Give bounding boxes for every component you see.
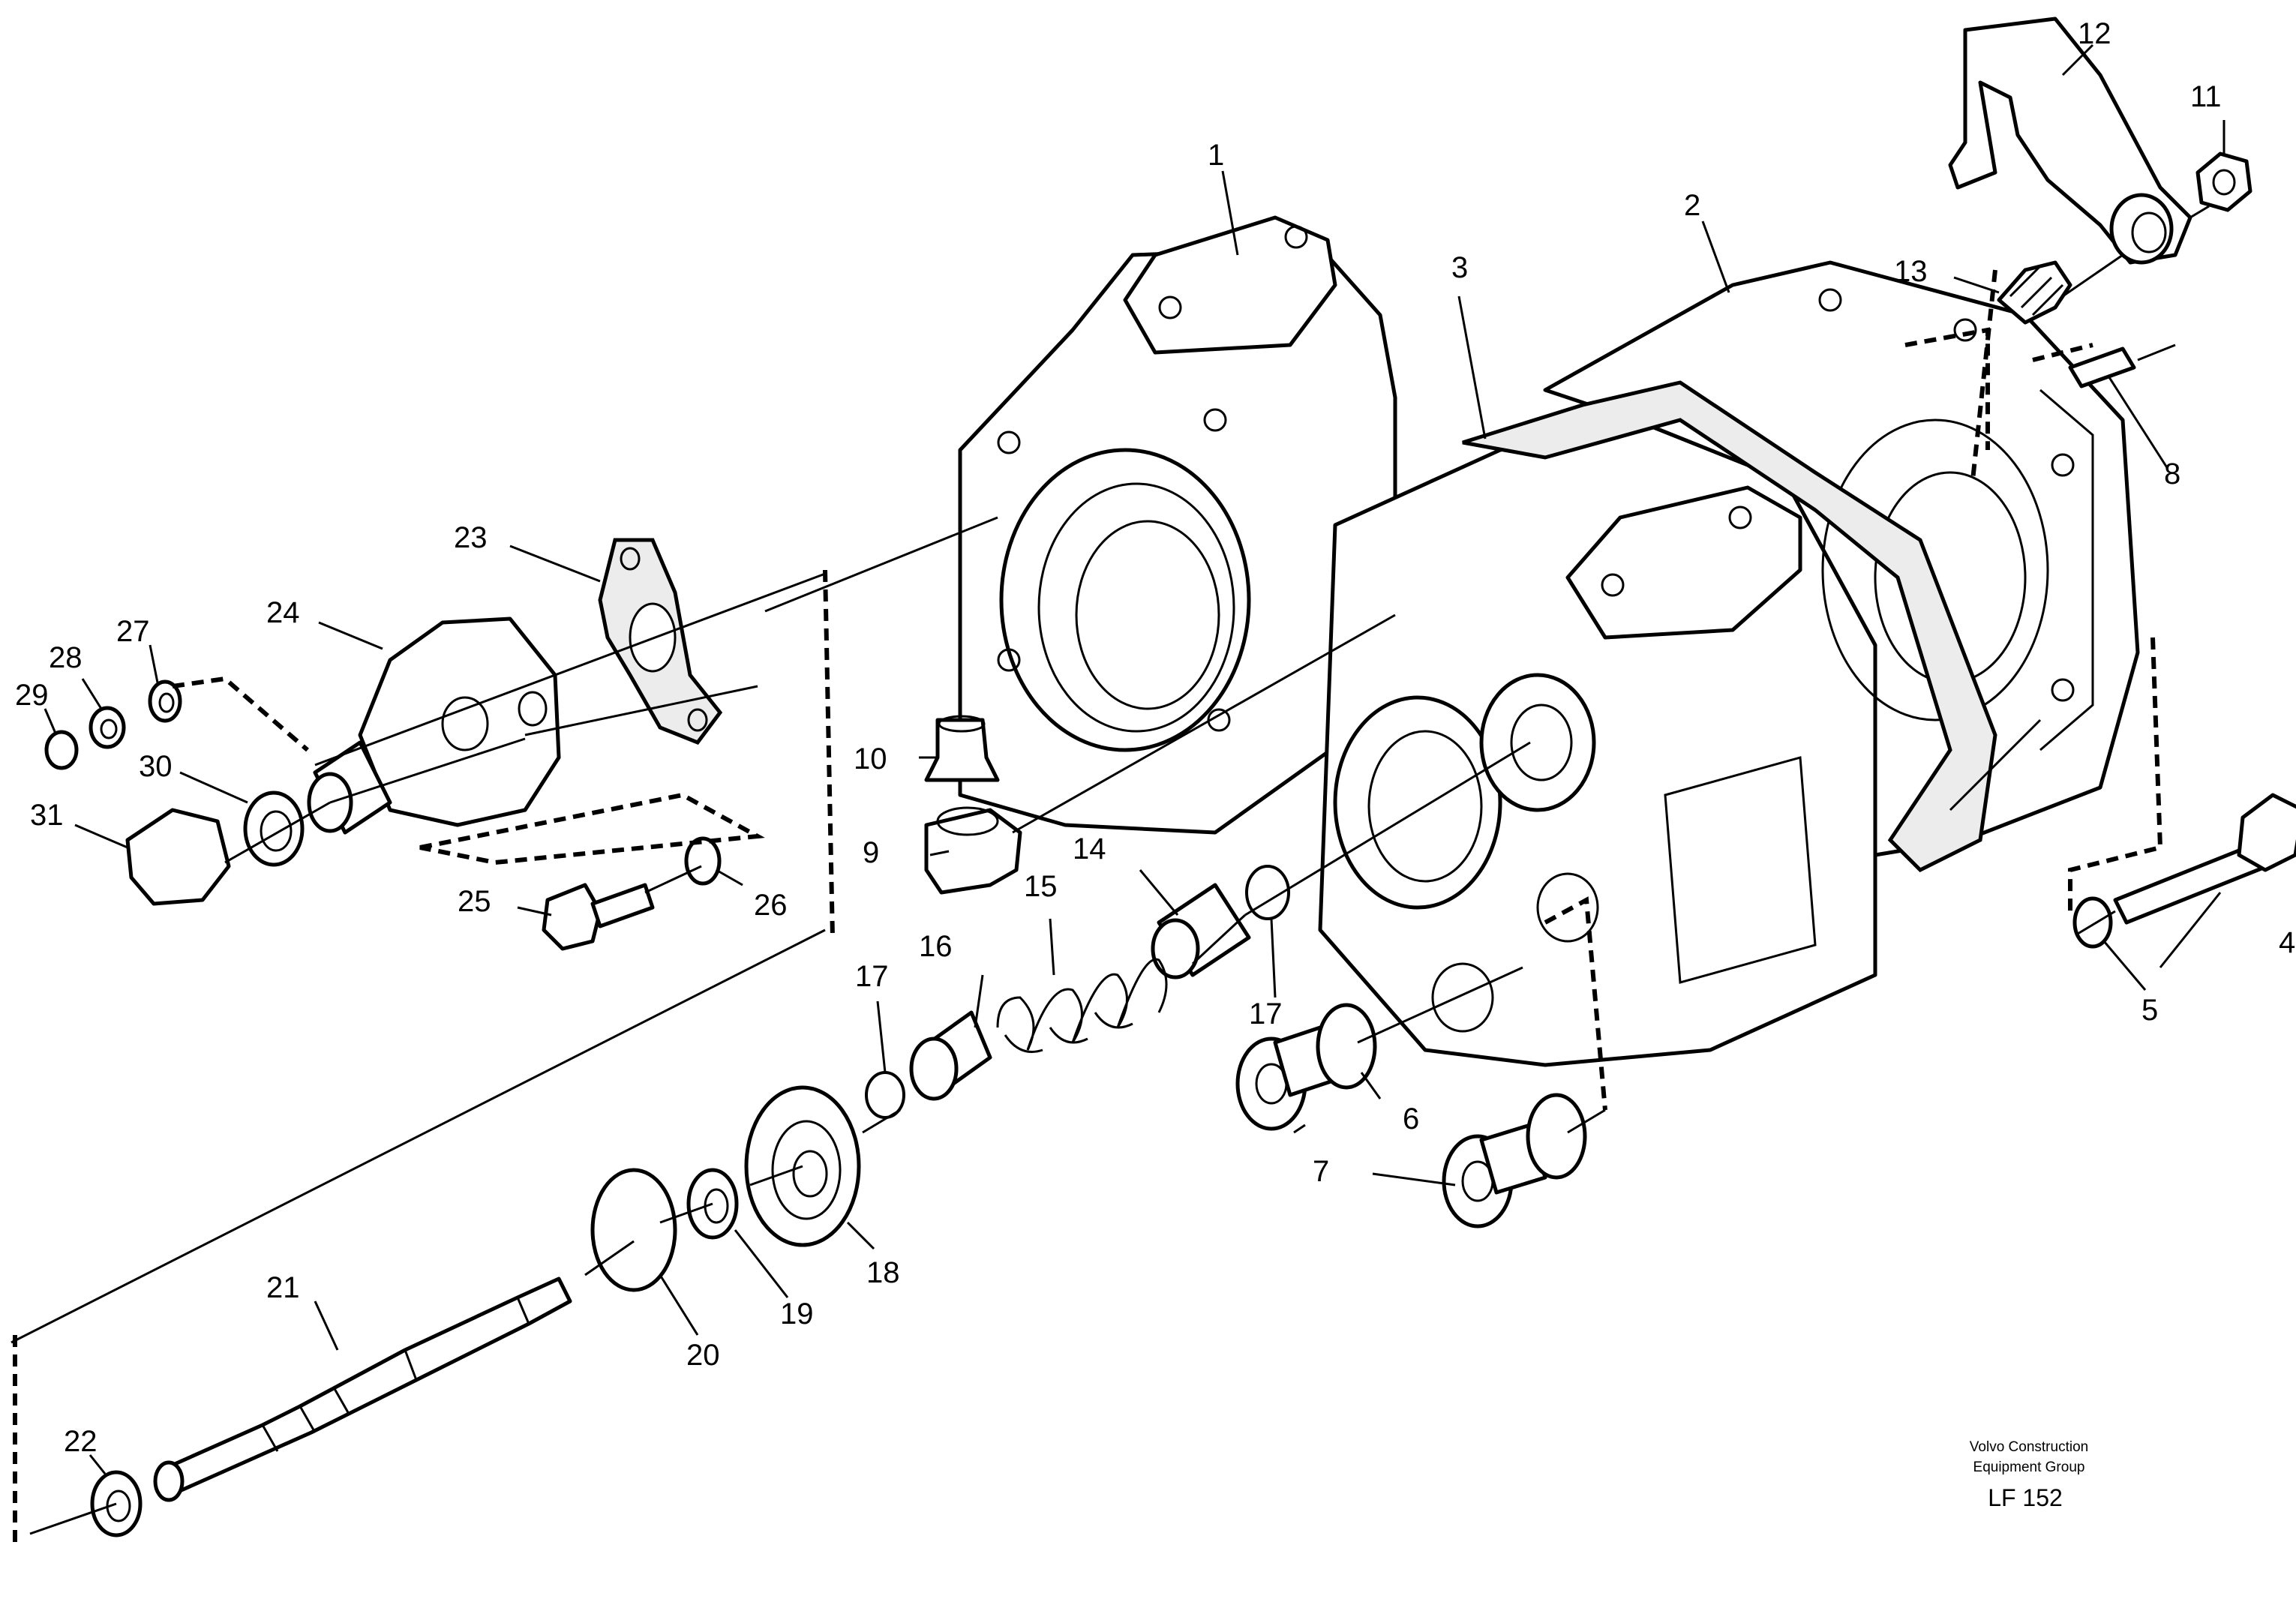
callout-4: 4 bbox=[2279, 926, 2295, 959]
callout-5: 5 bbox=[2141, 994, 2158, 1027]
ring-28-part bbox=[89, 706, 126, 749]
shift-fork-part bbox=[1948, 16, 2192, 265]
cover-gasket-part bbox=[598, 538, 723, 746]
detent-spring-part bbox=[1997, 260, 2072, 325]
credit-line-2: Equipment Group bbox=[1973, 1460, 2085, 1475]
callout-31: 31 bbox=[30, 799, 64, 832]
callout-18: 18 bbox=[866, 1256, 900, 1289]
callout-23: 23 bbox=[454, 521, 488, 554]
cover-bolt-part bbox=[542, 883, 655, 951]
washer-30-part bbox=[243, 790, 305, 867]
callout-3: 3 bbox=[1451, 251, 1468, 284]
callout-13: 13 bbox=[1894, 255, 1928, 288]
shaft-part bbox=[153, 1276, 572, 1502]
callout-17-lower: 17 bbox=[855, 960, 889, 993]
callout-27: 27 bbox=[116, 615, 150, 648]
callout-20: 20 bbox=[686, 1339, 720, 1372]
callout-8: 8 bbox=[2164, 458, 2180, 490]
callout-30: 30 bbox=[139, 750, 173, 783]
cap-nut-part bbox=[125, 808, 231, 906]
credit-block: Volvo Construction Equipment Group LF 15… bbox=[1970, 1439, 2088, 1511]
bolt-part bbox=[2113, 793, 2296, 925]
elbow-fitting-part bbox=[924, 806, 1022, 895]
housing-gasket bbox=[1462, 380, 1997, 873]
callout-24: 24 bbox=[266, 596, 300, 629]
callout-22: 22 bbox=[64, 1425, 98, 1458]
sealing-washer-lower bbox=[1526, 1093, 1587, 1180]
clip-29-part bbox=[44, 730, 79, 770]
callout-17-upper: 17 bbox=[1249, 998, 1283, 1030]
callout-16: 16 bbox=[919, 930, 953, 963]
assembly-lines bbox=[11, 205, 2210, 1535]
callout-29: 29 bbox=[15, 679, 49, 712]
sealing-washer-upper bbox=[1316, 1003, 1377, 1090]
callout-15: 15 bbox=[1024, 870, 1058, 903]
callout-26: 26 bbox=[754, 889, 788, 922]
callout-7: 7 bbox=[1313, 1155, 1329, 1188]
figure-code: LF 152 bbox=[1988, 1484, 2063, 1511]
ring-27-part bbox=[148, 680, 182, 723]
leader-lines bbox=[44, 44, 2225, 1474]
cover-part bbox=[307, 616, 561, 835]
callout-21: 21 bbox=[266, 1271, 300, 1304]
callout-14: 14 bbox=[1073, 832, 1106, 866]
credit-line-1: Volvo Construction bbox=[1970, 1439, 2088, 1455]
roll-pin-part bbox=[2068, 346, 2136, 388]
callout-11: 11 bbox=[2190, 80, 2222, 113]
callout-19: 19 bbox=[780, 1298, 814, 1330]
o-ring-17-upper bbox=[1245, 865, 1290, 920]
nut-part bbox=[2195, 152, 2252, 212]
nipple-fitting-part bbox=[924, 715, 1000, 782]
sleeve-14-part bbox=[1151, 883, 1251, 980]
callout-28: 28 bbox=[49, 641, 83, 674]
sleeve-16-part bbox=[909, 1010, 992, 1101]
lock-washer-part bbox=[2072, 896, 2113, 949]
callout-9: 9 bbox=[863, 836, 879, 869]
callout-2: 2 bbox=[1684, 189, 1700, 222]
cover-washer-part bbox=[684, 836, 722, 886]
callout-10: 10 bbox=[854, 742, 887, 776]
callout-6: 6 bbox=[1403, 1102, 1419, 1136]
callout-12: 12 bbox=[2078, 17, 2111, 50]
callout-1: 1 bbox=[1208, 139, 1224, 172]
compression-spring-part bbox=[996, 958, 1168, 1053]
callout-labels: 1 2 3 4 5 6 7 8 9 10 11 12 13 14 15 16 1… bbox=[15, 17, 2295, 1458]
dashed-assembly-lines bbox=[13, 269, 2163, 1545]
callout-25: 25 bbox=[458, 885, 491, 918]
o-ring-20 bbox=[590, 1168, 677, 1292]
